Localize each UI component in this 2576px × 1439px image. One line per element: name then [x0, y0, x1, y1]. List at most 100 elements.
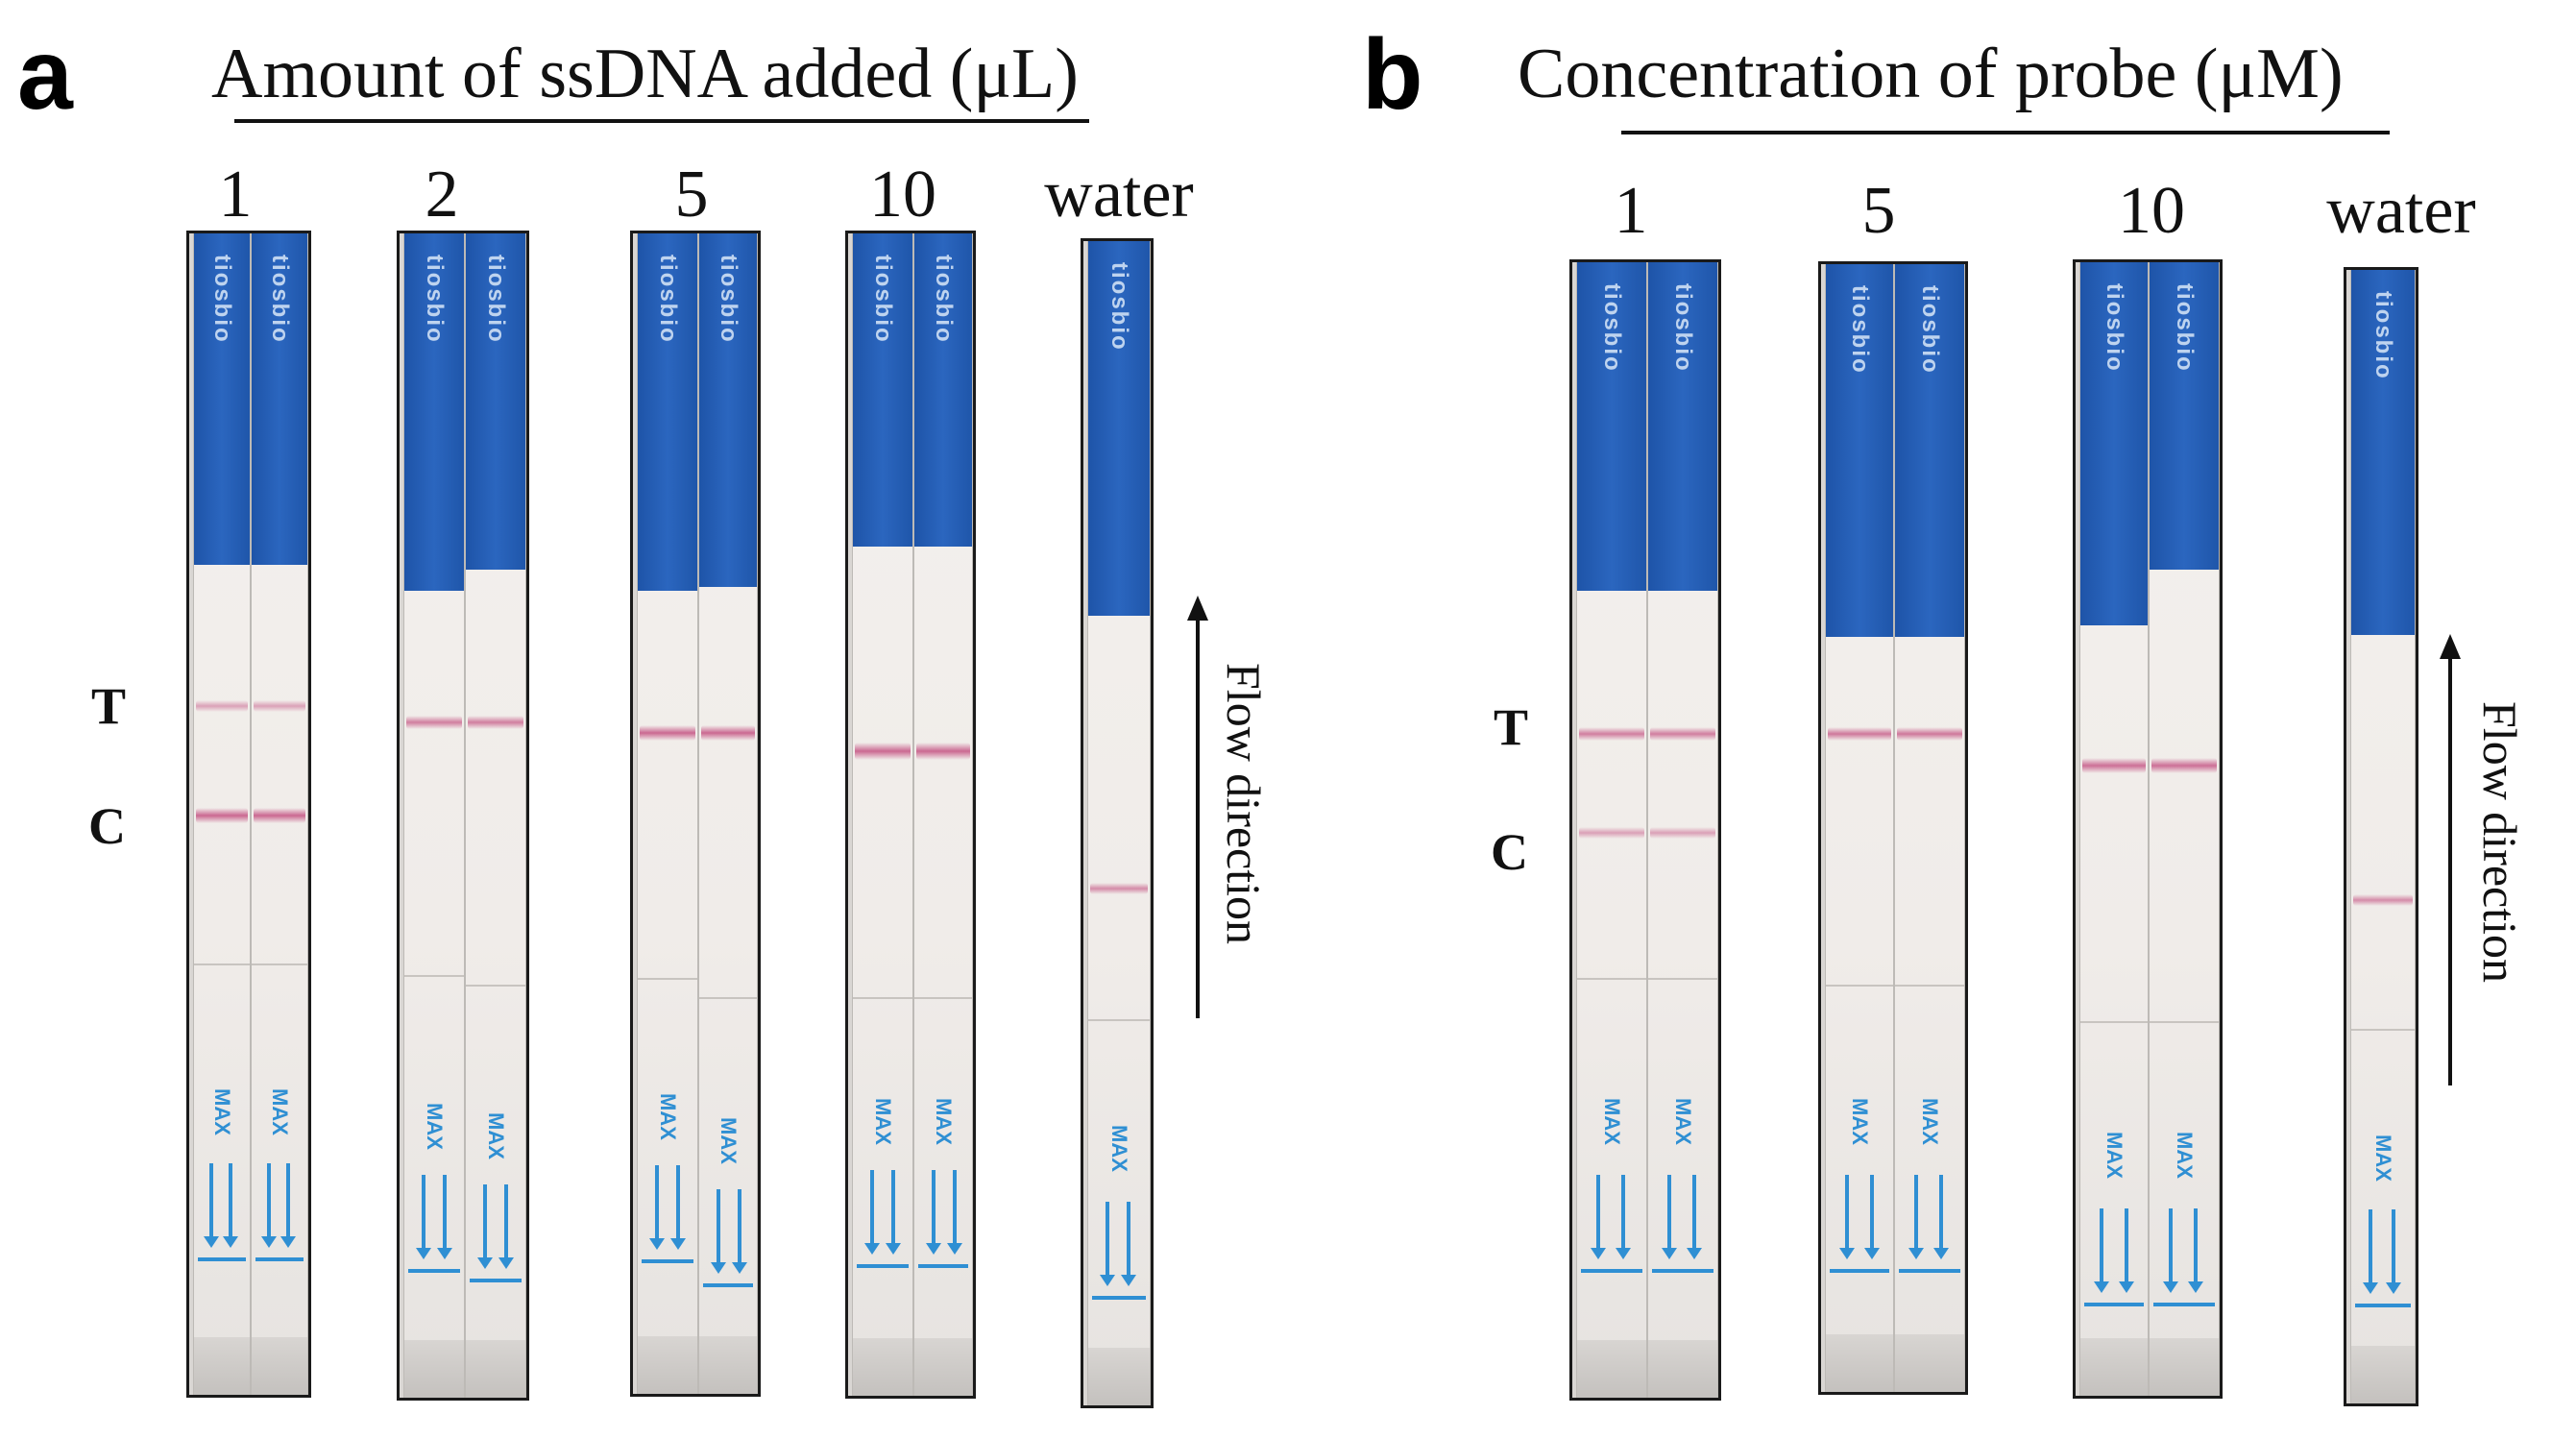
panel-a-strip-frame-2: tiosbio MAX tiosbio MAX — [397, 231, 529, 1401]
strip-brand: tiosbio — [209, 255, 235, 344]
strip-end — [699, 1336, 757, 1394]
strip-cap: tiosbio — [914, 233, 972, 547]
strip-brand: tiosbio — [655, 255, 681, 344]
strip-cap: tiosbio — [1648, 262, 1717, 591]
panel-a-flow-label: Flow direction — [1217, 663, 1271, 945]
fill-line — [703, 1283, 753, 1287]
test-strip: tiosbio MAX — [193, 233, 251, 1395]
strip-cap: tiosbio — [194, 233, 250, 565]
strip-brand: tiosbio — [1599, 283, 1625, 373]
fill-line — [1652, 1269, 1713, 1273]
test-strip: tiosbio MAX — [403, 233, 465, 1398]
strip-end — [2150, 1338, 2219, 1396]
pad-boundary — [1826, 985, 1893, 987]
strip-cap: tiosbio — [1895, 264, 1964, 637]
panel-b-lane-label-1: 1 — [1614, 174, 1648, 248]
fill-line — [857, 1264, 909, 1268]
flow-arrow-shaft — [2448, 653, 2452, 1085]
panel-b-strip-frame-water: tiosbio MAX — [2344, 267, 2418, 1406]
test-strip: tiosbio MAX — [698, 233, 758, 1394]
pad-boundary — [2351, 1029, 2415, 1031]
max-mark: MAX — [2371, 1134, 2395, 1182]
down-arrow-icon — [859, 1170, 907, 1256]
strip-brand: tiosbio — [2370, 291, 2396, 380]
max-mark: MAX — [268, 1088, 292, 1135]
strip-end — [638, 1336, 697, 1394]
panel-b-letter: b — [1362, 19, 1423, 131]
fill-line — [255, 1257, 304, 1261]
strip-end — [194, 1337, 250, 1395]
test-strip: tiosbio MAX — [1576, 262, 1647, 1398]
test-strip: tiosbio MAX — [251, 233, 308, 1395]
pad-boundary — [638, 978, 697, 980]
strip-brand: tiosbio — [267, 255, 293, 344]
panel-a-lane-label-4: 10 — [869, 158, 936, 232]
pad-boundary — [466, 985, 525, 987]
test-band — [1828, 727, 1891, 741]
control-band — [196, 808, 248, 823]
pad-boundary — [1648, 978, 1717, 980]
fill-line — [1899, 1269, 1960, 1273]
test-band — [1579, 727, 1644, 741]
test-band — [254, 700, 305, 712]
panel-b-strip-frame-1: tiosbio MAX tiosbio MAX — [1569, 259, 1721, 1401]
strip-brand: tiosbio — [483, 255, 509, 344]
fill-line — [1830, 1269, 1889, 1273]
max-mark: MAX — [1848, 1098, 1872, 1145]
strip-brand: tiosbio — [1670, 283, 1696, 373]
down-arrow-icon — [2357, 1209, 2409, 1296]
down-arrow-icon — [920, 1170, 966, 1256]
fill-line — [642, 1259, 693, 1263]
control-band — [2353, 894, 2413, 906]
pad-boundary — [1088, 1019, 1150, 1021]
test-band — [1897, 727, 1962, 741]
strip-brand: tiosbio — [1917, 285, 1943, 375]
fill-line — [918, 1264, 968, 1268]
pad-boundary — [914, 997, 972, 999]
down-arrow-icon — [472, 1184, 520, 1271]
strip-end — [1088, 1348, 1150, 1405]
panel-a-lane-label-2: 2 — [425, 158, 459, 232]
down-arrow-icon — [1094, 1202, 1144, 1288]
control-band — [1579, 827, 1644, 839]
test-band — [2151, 758, 2217, 773]
strip-end — [404, 1340, 464, 1398]
down-arrow-icon — [1832, 1175, 1887, 1261]
max-mark: MAX — [2102, 1132, 2126, 1179]
fill-line — [198, 1257, 246, 1261]
strip-end — [1648, 1340, 1717, 1398]
strip-end — [853, 1338, 912, 1396]
flow-arrow-up-icon — [1187, 596, 1208, 621]
strip-brand: tiosbio — [422, 255, 448, 344]
panel-a-strip-frame-water: tiosbio MAX — [1081, 238, 1154, 1408]
fill-line — [1581, 1269, 1642, 1273]
test-band — [196, 700, 248, 712]
down-arrow-icon — [1583, 1175, 1640, 1261]
panel-a-control-line-label: C — [88, 797, 126, 855]
test-strip: tiosbio MAX — [1825, 264, 1894, 1392]
test-band — [916, 743, 970, 760]
pad-boundary — [194, 963, 250, 965]
panel-a-strip-frame-3: tiosbio MAX tiosbio MAX — [630, 231, 761, 1397]
down-arrow-icon — [1901, 1175, 1958, 1261]
strip-brand: tiosbio — [2102, 283, 2127, 373]
test-band — [468, 716, 523, 729]
strip-end — [466, 1340, 525, 1398]
panel-b-strip-frame-3: tiosbio MAX tiosbio MAX — [2073, 259, 2223, 1399]
down-arrow-icon — [644, 1165, 692, 1252]
strip-cap: tiosbio — [638, 233, 697, 591]
flow-arrow-up-icon — [2440, 634, 2461, 659]
strip-cap: tiosbio — [853, 233, 912, 547]
test-strip: tiosbio MAX — [637, 233, 698, 1394]
max-mark: MAX — [1107, 1125, 1131, 1172]
max-mark: MAX — [210, 1088, 234, 1135]
pad-boundary — [1895, 985, 1964, 987]
panel-a-title-rule — [234, 119, 1089, 123]
down-arrow-icon — [2086, 1208, 2142, 1295]
max-mark: MAX — [2173, 1132, 2197, 1179]
down-arrow-icon — [200, 1163, 244, 1250]
test-strip: tiosbio MAX — [2350, 270, 2416, 1403]
strip-end — [914, 1338, 972, 1396]
strip-end — [1895, 1334, 1964, 1392]
down-arrow-icon — [1654, 1175, 1712, 1261]
